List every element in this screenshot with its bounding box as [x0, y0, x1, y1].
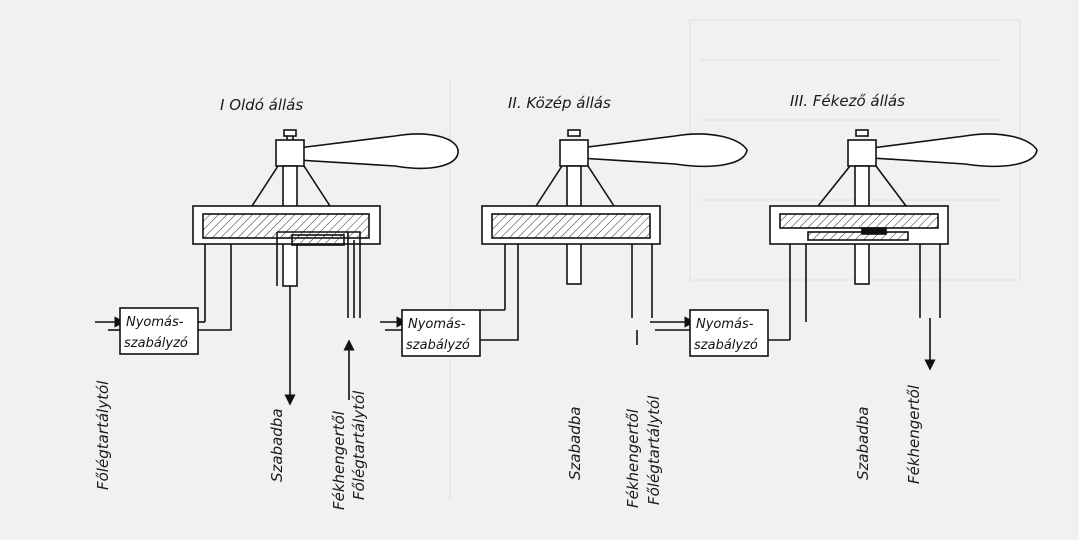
label-from-main-tank-2: Főlégtartálytól: [350, 390, 368, 500]
release-regulator-box: Nyomás- szabályzó: [119, 307, 199, 355]
label-to-free-2: Szabadba: [566, 406, 584, 480]
middle-valve: [380, 129, 748, 345]
title-middle: II. Közép állás: [508, 94, 611, 112]
middle-regulator-box: Nyomás- szabályzó: [401, 309, 481, 357]
release-nut: [275, 139, 305, 167]
title-release: I Oldó állás: [220, 96, 304, 114]
label-from-brake-cyl-3: Fékhengertől: [905, 385, 923, 484]
label-to-free-3: Szabadba: [854, 406, 872, 480]
background-bleed: [449, 19, 1021, 500]
middle-regulator-line1: Nyomás-: [408, 317, 466, 332]
title-brake: III. Fékező állás: [790, 92, 905, 110]
label-from-main-tank-1: Főlégtartálytól: [94, 380, 112, 490]
release-handle: [297, 133, 459, 170]
release-valve: [95, 129, 459, 406]
release-regulator-line2: szabályzó: [124, 336, 188, 351]
label-from-brake-cyl-2: Fékhengertől: [624, 409, 642, 508]
brake-handle: [871, 133, 1038, 168]
middle-handle: [579, 133, 748, 168]
release-regulator-line1: Nyomás-: [126, 315, 184, 330]
label-to-free-1: Szabadba: [268, 408, 286, 482]
label-from-main-tank-3: Főlégtartálytól: [645, 395, 663, 505]
brake-regulator-line2: szabályzó: [694, 338, 758, 353]
brake-valve: [650, 129, 1038, 371]
label-from-brake-cyl-1: Fékhengertől: [330, 411, 348, 510]
brake-regulator-box: Nyomás- szabályzó: [689, 309, 769, 357]
middle-regulator-line2: szabályzó: [406, 338, 470, 353]
brake-regulator-line1: Nyomás-: [696, 317, 754, 332]
